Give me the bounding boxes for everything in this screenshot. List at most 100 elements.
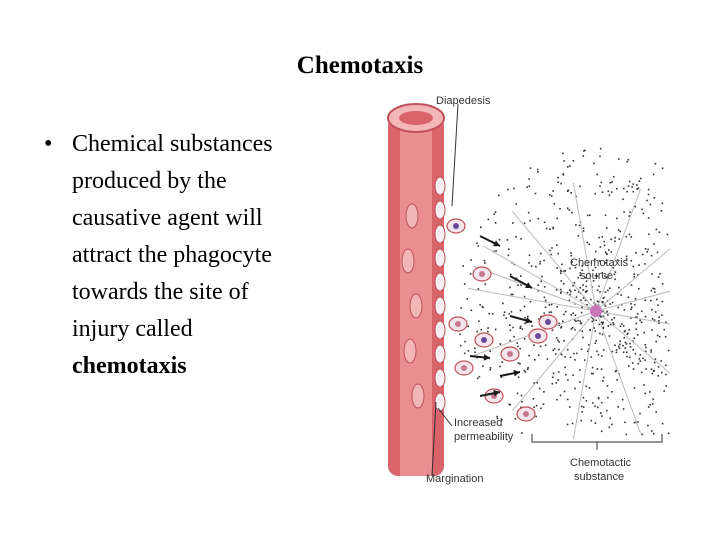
gradient-dot (644, 315, 647, 318)
gradient-dot (658, 322, 660, 325)
label-permeability-1: Increased (454, 417, 502, 429)
gradient-dot (597, 397, 600, 400)
gradient-dot (539, 345, 542, 348)
gradient-dot (569, 289, 571, 291)
gradient-dot (575, 296, 578, 298)
gradient-dot (462, 265, 464, 267)
bullet-line: injury called (72, 316, 193, 342)
gradient-dot (517, 284, 519, 286)
gradient-dot (614, 240, 616, 243)
gradient-dot (611, 391, 613, 393)
gradient-dot (624, 341, 627, 344)
gradient-dot (631, 186, 633, 188)
gradient-dot (604, 305, 607, 307)
gradient-dot (635, 252, 637, 254)
gradient-dot (627, 296, 630, 299)
bullet-emphasis: chemotaxis (72, 353, 187, 379)
gradient-dot (614, 278, 616, 281)
gradient-dot (607, 289, 609, 292)
gradient-dot (524, 317, 526, 319)
gradient-dot (580, 311, 583, 314)
gradient-dot (474, 347, 476, 349)
gradient-dot (639, 319, 641, 322)
gradient-dot (632, 265, 635, 268)
gradient-dot (653, 361, 656, 364)
gradient-dot (599, 332, 601, 335)
gradient-dot (579, 369, 581, 371)
gradient-dot (579, 320, 581, 322)
gradient-dot (541, 275, 543, 278)
gradient-dot (483, 259, 486, 262)
gradient-dot (533, 382, 535, 384)
gradient-dot (625, 433, 628, 436)
gradient-dot (650, 351, 652, 353)
gradient-dot (510, 273, 512, 276)
gradient-dot (615, 351, 618, 354)
margination-pointer (431, 401, 437, 477)
label-margination: Margination (426, 473, 483, 485)
gradient-rays (467, 182, 670, 440)
gradient-dot (580, 419, 583, 422)
gradient-dot (631, 306, 633, 309)
gradient-dot (577, 235, 580, 237)
gradient-dot (616, 217, 618, 220)
gradient-dot (638, 358, 641, 360)
gradient-dot (528, 262, 530, 264)
gradient-dot (560, 353, 563, 356)
gradient-dot (637, 274, 639, 276)
gradient-dot (614, 271, 617, 273)
gradient-ray (467, 287, 597, 312)
gradient-dot (566, 190, 569, 192)
gradient-dot (574, 328, 576, 331)
gradient-dot (503, 314, 505, 316)
gradient-dot (644, 350, 647, 353)
gradient-dot (637, 187, 640, 189)
gradient-dot (665, 364, 667, 367)
gradient-dot (656, 251, 659, 254)
gradient-dot (654, 291, 656, 293)
gradient-dot (661, 167, 664, 170)
gradient-dot (470, 309, 473, 312)
gradient-dot (651, 308, 653, 311)
gradient-dot (634, 352, 637, 355)
bullet-line: Chemical substances (72, 131, 273, 157)
gradient-dot (551, 247, 553, 249)
gradient-dot (464, 340, 466, 343)
gradient-dot (495, 250, 497, 252)
gradient-dot (499, 343, 502, 345)
gradient-dot (658, 316, 660, 318)
gradient-dot (633, 337, 635, 339)
gradient-dot (598, 236, 600, 239)
gradient-dot (610, 191, 613, 193)
gradient-dot (626, 160, 629, 163)
gradient-dot (647, 248, 649, 251)
gradient-dot (594, 266, 597, 269)
gradient-dot (528, 354, 530, 357)
gradient-dot (484, 262, 486, 264)
gradient-dot (633, 421, 636, 424)
gradient-dot (651, 329, 653, 331)
gradient-dot (606, 409, 608, 412)
gradient-dot (630, 260, 633, 262)
gradient-dot (560, 280, 563, 282)
gradient-dot (601, 355, 603, 357)
gradient-dot (628, 329, 630, 331)
label-diapedesis: Diapedesis (436, 96, 491, 107)
gradient-dot (556, 398, 558, 401)
vessel-cell (405, 203, 419, 229)
gradient-dot (566, 398, 569, 401)
gradient-dot (539, 263, 541, 265)
gradient-dot (586, 290, 588, 292)
gradient-dot (611, 350, 614, 353)
gradient-dot (478, 320, 480, 322)
gradient-dot (543, 286, 546, 288)
gradient-dot (633, 273, 635, 275)
gradient-dot (553, 203, 556, 205)
gradient-dot (582, 230, 585, 232)
diapedesis-pointer (451, 103, 459, 207)
gradient-dot (582, 297, 585, 299)
gradient-dot (579, 381, 581, 383)
gradient-ray (595, 310, 670, 325)
gradient-dot (657, 304, 659, 306)
gradient-dot (594, 422, 597, 424)
